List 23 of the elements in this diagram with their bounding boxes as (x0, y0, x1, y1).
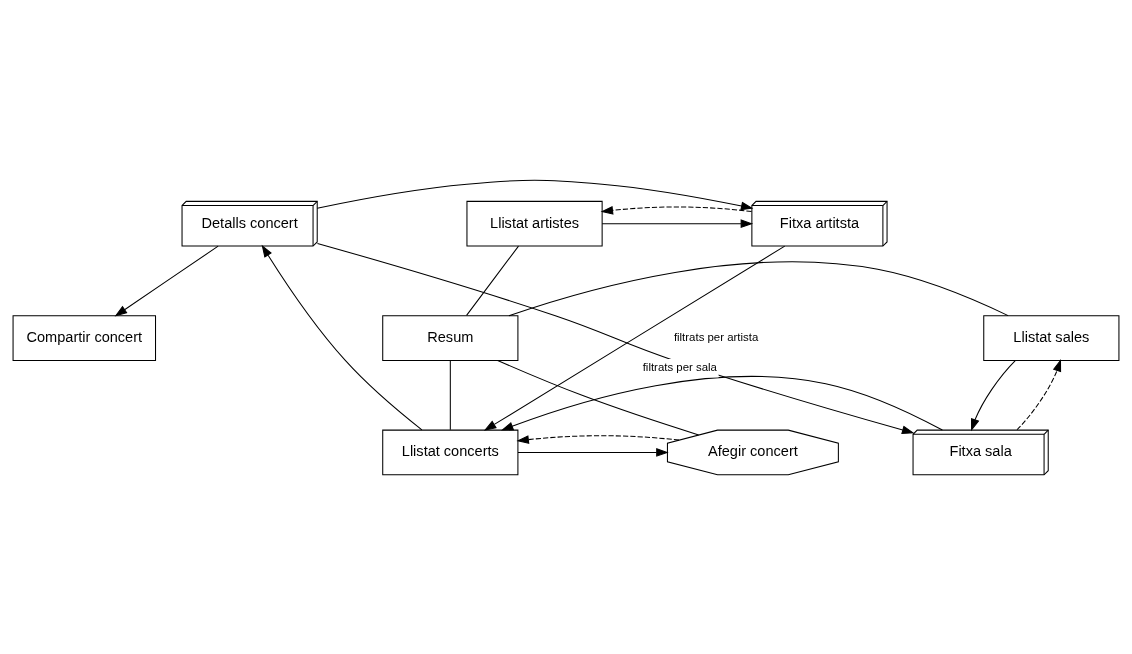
node-box: Llistat artistes (466, 200, 603, 247)
arrow (516, 434, 680, 444)
connector (466, 245, 519, 316)
connector (497, 359, 700, 435)
arrow (316, 179, 754, 210)
node-box: Llistat concerts (382, 429, 519, 475)
connector (449, 359, 451, 430)
arrow (971, 359, 1016, 431)
connector (508, 260, 1009, 316)
edge-label: filtrats per artista (673, 330, 759, 343)
arrow (483, 245, 786, 431)
arrow (261, 244, 423, 430)
arrow (114, 245, 219, 316)
arrow (316, 242, 915, 434)
edge-label: filtrats per sala (642, 360, 717, 373)
arrow (600, 205, 753, 215)
arrow (1016, 358, 1062, 430)
node-box: Resum (382, 314, 519, 361)
node-box: Compartir concert (12, 314, 157, 361)
node-box: Llistat sales (983, 314, 1120, 361)
arrow (601, 218, 754, 228)
arrow (517, 447, 669, 457)
arrow (500, 375, 943, 431)
